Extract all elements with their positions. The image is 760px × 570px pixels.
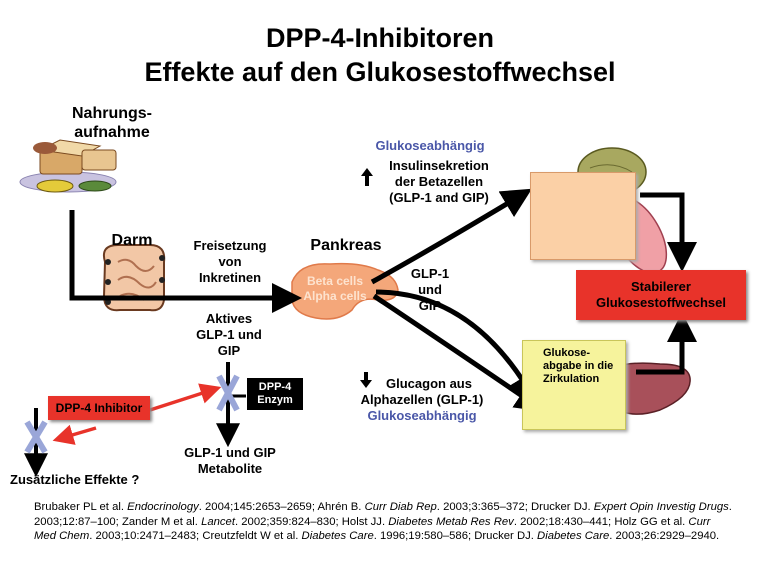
title-line-2: Effekte auf den Glukosestoffwechsel [144, 57, 616, 87]
label-glukoseabhaengig-bottom: Glukoseabhängig [367, 408, 477, 423]
muscle-uptake-box [530, 172, 636, 260]
blocked-x-icon [216, 374, 240, 412]
title-line-1: DPP-4-Inhibitoren [266, 23, 494, 53]
pancreas-icon [291, 262, 399, 320]
label-darm: Darm [111, 232, 153, 249]
up-arrow-icon [361, 168, 373, 186]
label-beta-cells: Beta cells [306, 274, 364, 288]
label-nahrungsaufnahme: Nahrungs-aufnahme [72, 105, 152, 141]
label-pankreas: Pankreas [310, 237, 382, 254]
label-alphazellen: Alphazellen (GLP-1) [360, 392, 484, 407]
label-alpha-cells: Alpha cells [303, 289, 367, 303]
food-plate-icon [19, 139, 117, 193]
label-zusaetzliche-effekte: Zusätzliche Effekte ? [10, 472, 140, 487]
intestine-icon [102, 244, 166, 312]
references: Brubaker PL et al. Endocrinology. 2004;1… [34, 501, 732, 542]
blocked-x-icon [24, 420, 48, 454]
dpp4-inhibitor-box: DPP-4 Inhibitor [48, 396, 150, 420]
label-glukoseabhaengig-top: Glukoseabhängig [375, 138, 485, 153]
down-arrow-icon [360, 372, 372, 388]
label-glucagon: Glucagon aus [386, 376, 472, 391]
